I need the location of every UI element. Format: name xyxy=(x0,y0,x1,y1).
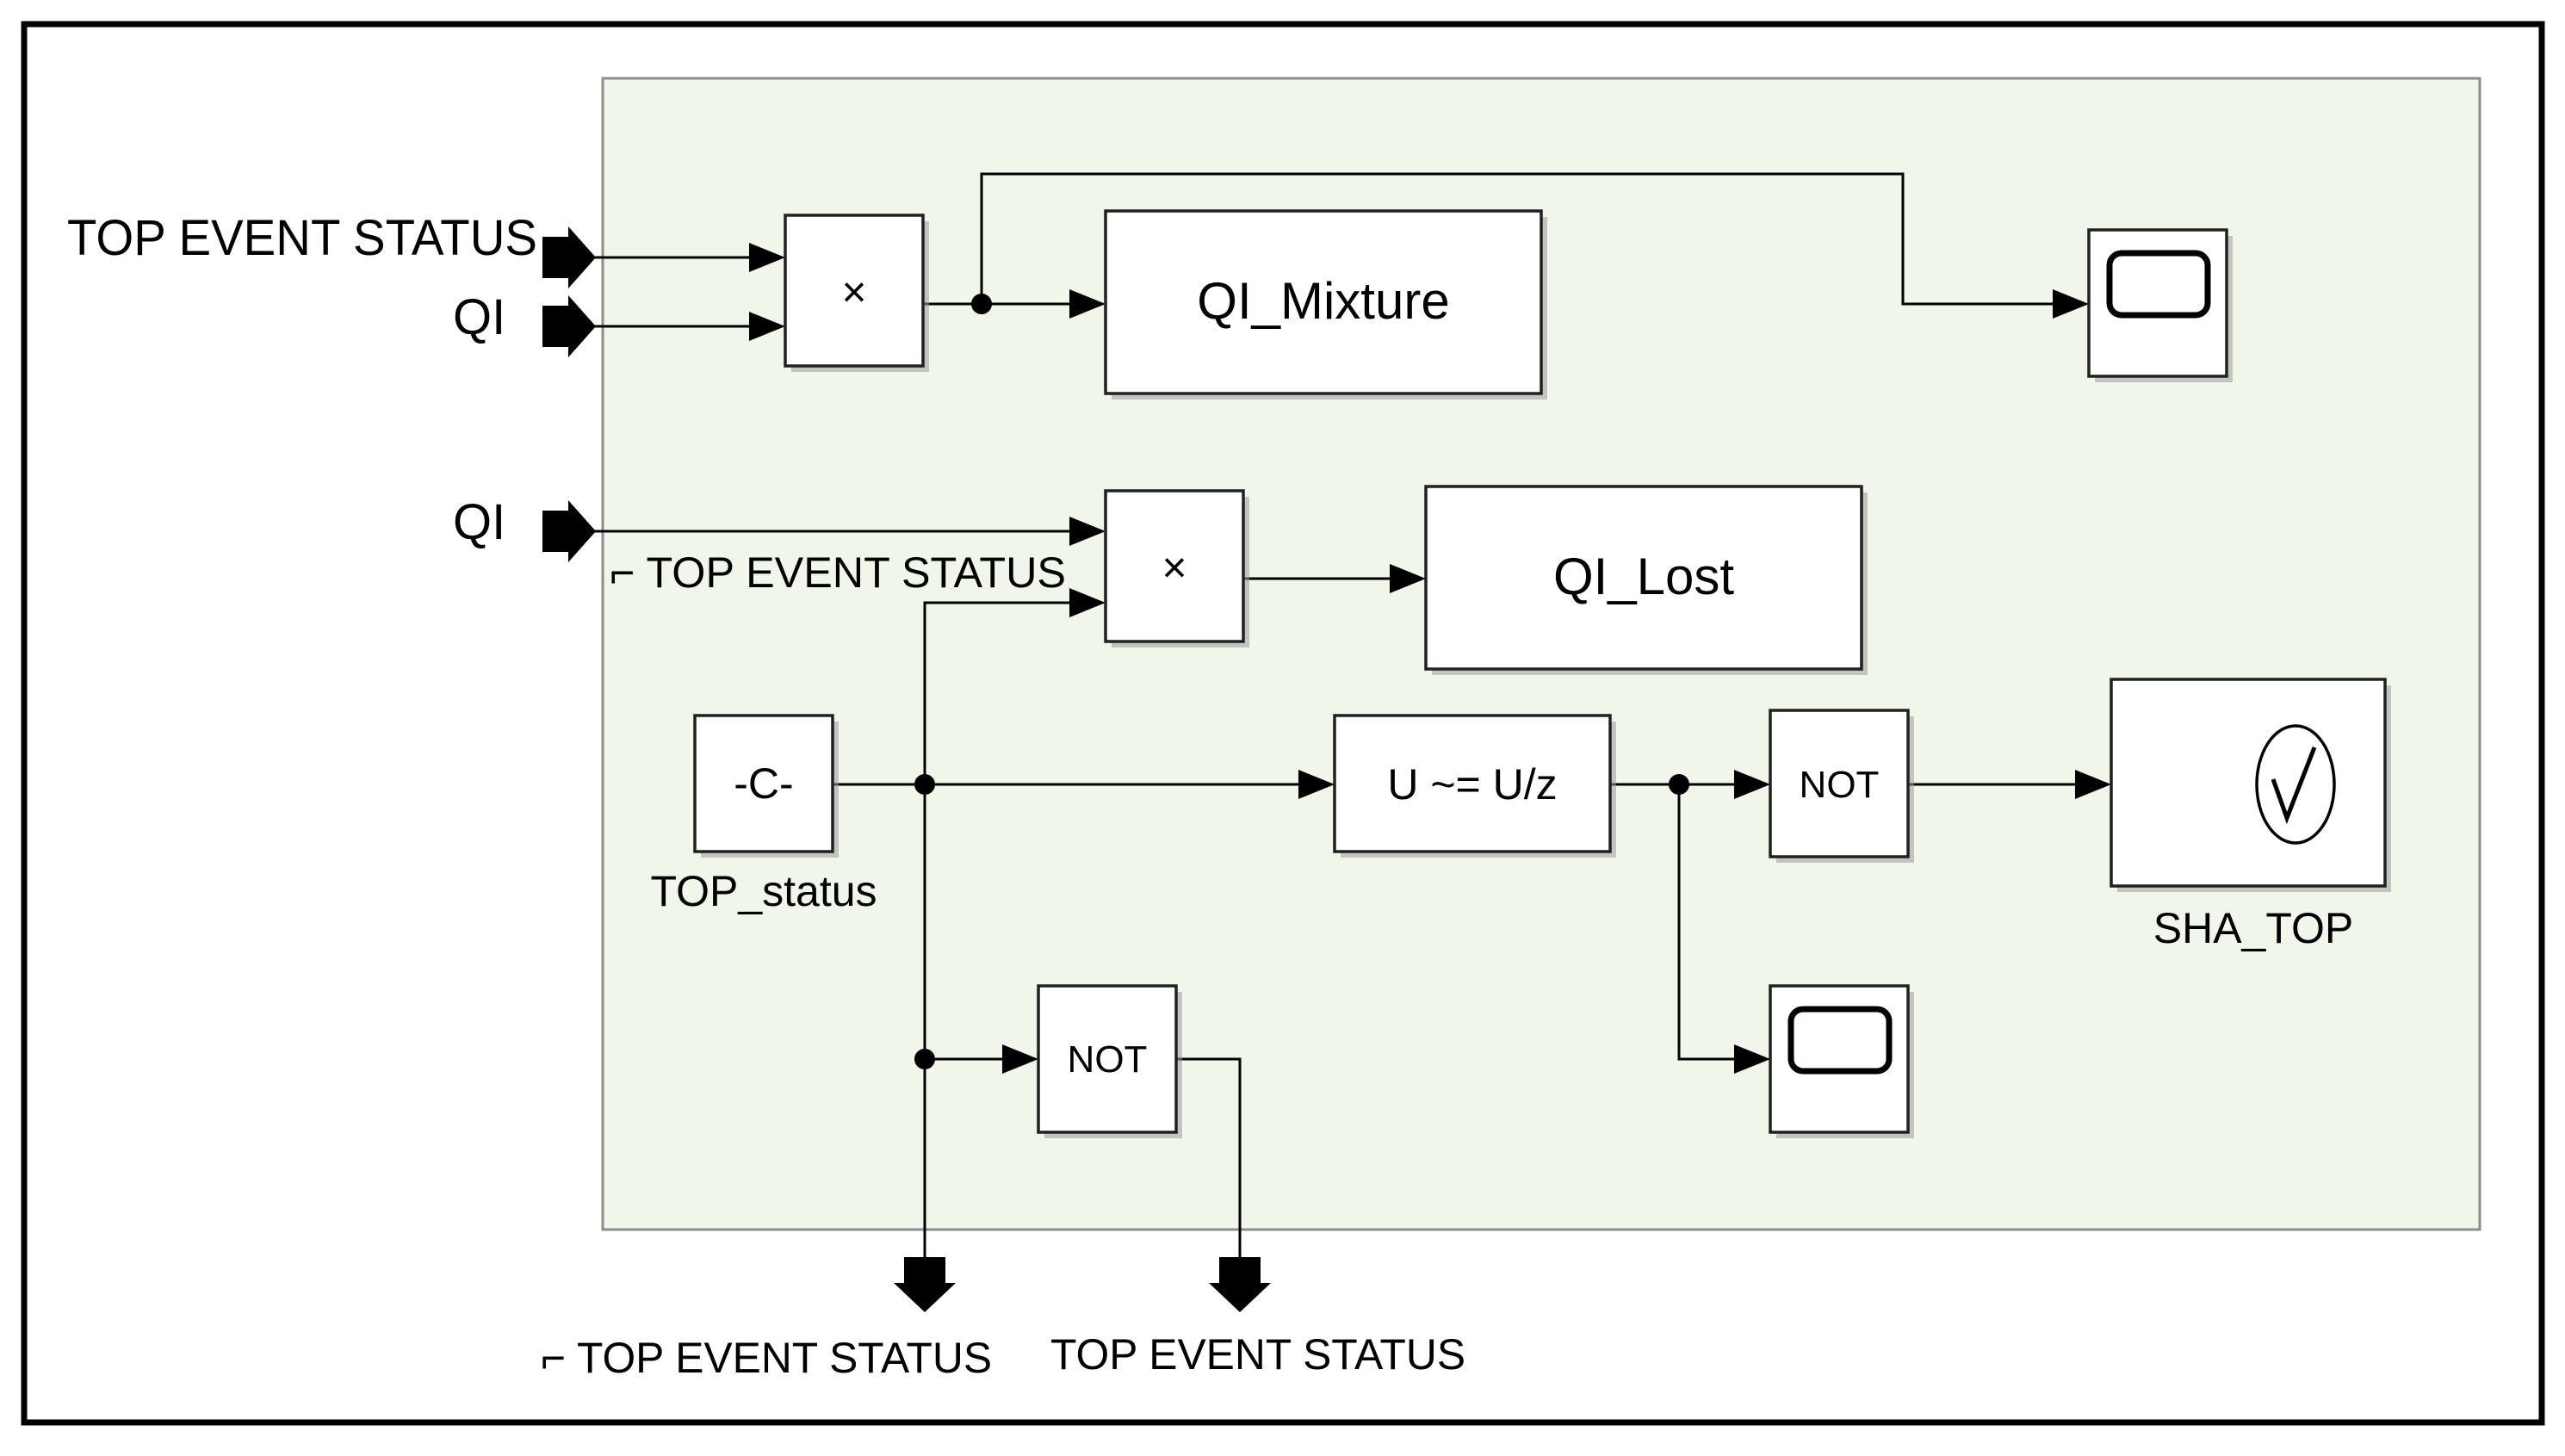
arrowhead xyxy=(1069,517,1106,546)
inport-arrow-qi-1[interactable] xyxy=(542,295,596,357)
check-icon xyxy=(2255,724,2336,845)
arrowhead xyxy=(1298,770,1335,799)
scope-block-bottom[interactable] xyxy=(1769,984,1914,1138)
arrowhead xyxy=(1734,770,1770,799)
not-label: NOT xyxy=(1068,1038,1148,1081)
product-symbol: × xyxy=(1162,543,1186,592)
arrowhead xyxy=(1002,1044,1038,1074)
assertion-name: SHA_TOP xyxy=(2153,904,2354,952)
wire-label-not-top-event-status: ⌐ TOP EVENT STATUS xyxy=(610,548,1066,597)
product-block-bottom[interactable]: × xyxy=(1104,489,1249,647)
arrowhead xyxy=(749,312,785,341)
arrowhead xyxy=(1069,289,1106,319)
branch-dot xyxy=(1669,774,1689,795)
not-label: NOT xyxy=(1800,764,1880,806)
arrowhead xyxy=(1390,564,1426,593)
qi-mixture-label: QI_Mixture xyxy=(1197,272,1449,330)
outport-arrow-top-event-status[interactable] xyxy=(1209,1257,1271,1312)
branch-dot xyxy=(914,1049,935,1069)
arrowhead xyxy=(1069,588,1106,617)
signal-lines xyxy=(594,172,2258,1274)
inport-arrow-top-event-status[interactable] xyxy=(542,226,596,288)
constant-block[interactable]: -C- xyxy=(693,714,839,858)
constant-name: TOP_status xyxy=(650,867,877,915)
product-block-top[interactable]: × xyxy=(784,214,929,372)
constant-label: -C- xyxy=(734,759,793,808)
not-block-right[interactable]: NOT xyxy=(1769,709,1914,863)
qi-lost-block[interactable]: QI_Lost xyxy=(1424,485,1868,675)
qi-mixture-block[interactable]: QI_Mixture xyxy=(1104,209,1547,400)
branch-dot xyxy=(914,774,935,795)
qi-lost-label: QI_Lost xyxy=(1553,548,1734,605)
scope-icon xyxy=(1787,1006,1893,1075)
branch-dot xyxy=(971,294,992,314)
arrowhead xyxy=(2075,770,2111,799)
branch-points xyxy=(914,294,1689,1069)
not-block-bottom[interactable]: NOT xyxy=(1037,984,1182,1138)
inport-label-top-event-status: TOP EVENT STATUS xyxy=(67,210,537,266)
arrowhead xyxy=(1734,1044,1770,1074)
inport-label-qi-1: QI xyxy=(453,289,505,345)
outport-label-top-event-status: TOP EVENT STATUS xyxy=(1050,1330,1465,1379)
scope-icon xyxy=(2106,250,2211,319)
inport-label-qi-2: QI xyxy=(453,494,505,550)
detect-change-block[interactable]: U ~= U/z xyxy=(1333,714,1616,858)
outport-label-not-top-event-status: ⌐ TOP EVENT STATUS xyxy=(541,1334,992,1382)
arrowhead xyxy=(749,243,785,272)
scope-block-top[interactable] xyxy=(2087,228,2233,382)
inport-arrow-qi-2[interactable] xyxy=(542,500,596,562)
outport-arrow-not-top-event-status[interactable] xyxy=(894,1257,956,1312)
arrowhead xyxy=(2053,289,2089,319)
assertion-block[interactable] xyxy=(2110,678,2391,892)
detect-change-label: U ~= U/z xyxy=(1387,760,1557,809)
product-symbol: × xyxy=(841,268,866,316)
